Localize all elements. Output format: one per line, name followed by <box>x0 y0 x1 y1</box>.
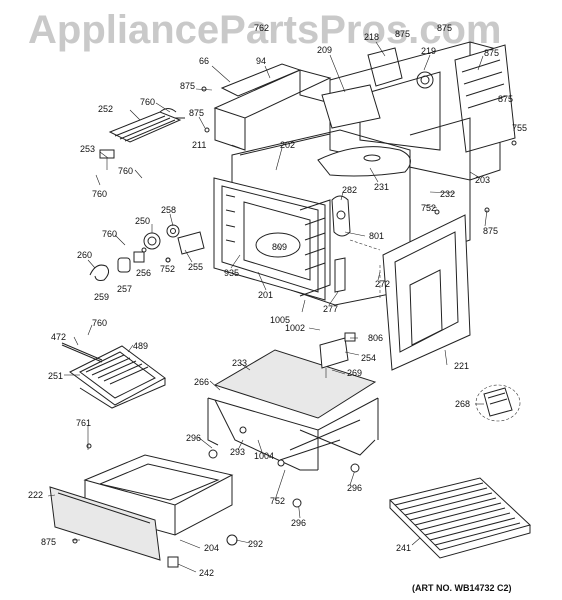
watermark-text: AppliancePartsPros.com <box>28 8 502 52</box>
callout-292: 292 <box>248 539 263 549</box>
callout-282: 282 <box>342 185 357 195</box>
callout-875-side: 875 <box>483 226 498 236</box>
bake-components <box>89 224 205 281</box>
callout-277: 277 <box>323 304 338 314</box>
side-panel-221 <box>382 214 471 371</box>
top-rear-assembly <box>213 41 516 261</box>
callout-875-drawer: 875 <box>41 537 56 547</box>
callout-1005: 1005 <box>270 315 290 325</box>
callout-752-b: 752 <box>160 264 175 274</box>
callout-201: 201 <box>258 290 273 300</box>
callout-806: 806 <box>368 333 383 343</box>
callout-231: 231 <box>374 182 389 192</box>
callout-218: 218 <box>364 32 379 42</box>
storage-drawer <box>49 440 238 568</box>
drawer-frame <box>207 332 521 471</box>
callout-260: 260 <box>77 250 92 260</box>
callout-labels: 66 94 762 209 218 875 219 875 875 875 87… <box>28 23 527 578</box>
callout-241: 241 <box>396 543 411 553</box>
callout-1002: 1002 <box>285 323 305 333</box>
callout-875-back-plate: 875 <box>484 48 499 58</box>
callout-875-top-right: 875 <box>437 23 452 33</box>
callout-760-b: 760 <box>118 166 133 176</box>
callout-296-a: 296 <box>186 433 201 443</box>
callout-221: 221 <box>454 361 469 371</box>
callout-755: 755 <box>512 123 527 133</box>
broiler-pan <box>61 342 166 409</box>
callout-211: 211 <box>192 140 206 150</box>
callout-760-e: 760 <box>92 318 107 328</box>
callout-935: 935 <box>224 268 239 278</box>
callout-259: 259 <box>94 292 109 302</box>
callout-296-b: 296 <box>347 483 362 493</box>
callout-222: 222 <box>28 490 43 500</box>
callout-875-mid: 875 <box>189 108 204 118</box>
callout-269: 269 <box>347 368 362 378</box>
callout-266: 266 <box>194 377 209 387</box>
callout-233: 233 <box>232 358 247 368</box>
callout-258: 258 <box>161 205 176 215</box>
callout-253: 253 <box>80 144 95 154</box>
callout-875-right: 875 <box>498 94 513 104</box>
callout-219: 219 <box>421 46 436 56</box>
callout-1004: 1004 <box>254 451 274 461</box>
callout-203: 203 <box>475 175 490 185</box>
callout-272: 272 <box>375 279 390 289</box>
callout-268: 268 <box>455 399 470 409</box>
callout-293: 293 <box>230 447 245 457</box>
callout-232: 232 <box>440 189 455 199</box>
callout-875-left: 875 <box>180 81 195 91</box>
callout-752-a: 752 <box>421 203 436 213</box>
callout-472: 472 <box>51 332 66 342</box>
callout-760-c: 760 <box>92 189 107 199</box>
callout-809: 809 <box>272 242 287 252</box>
callout-66: 66 <box>199 56 209 66</box>
callout-761: 761 <box>76 418 91 428</box>
callout-760-d: 760 <box>102 229 117 239</box>
callout-242: 242 <box>199 568 214 578</box>
callout-489: 489 <box>133 341 148 351</box>
callout-257: 257 <box>117 284 132 294</box>
oven-rack <box>389 477 531 559</box>
callout-752-c: 752 <box>270 496 285 506</box>
art-number: (ART NO. WB14732 C2) <box>412 583 512 593</box>
callout-762: 762 <box>254 23 269 33</box>
leader-lines <box>47 41 488 573</box>
callout-296-c: 296 <box>291 518 306 528</box>
callout-254: 254 <box>361 353 376 363</box>
callout-94: 94 <box>256 56 266 66</box>
callout-875-top: 875 <box>395 29 410 39</box>
callout-801: 801 <box>369 231 384 241</box>
callout-251: 251 <box>48 371 63 381</box>
broil-element-252 <box>95 108 185 186</box>
callout-250: 250 <box>135 216 150 226</box>
callout-255: 255 <box>188 262 203 272</box>
callout-256: 256 <box>136 268 151 278</box>
oven-cavity <box>213 129 411 306</box>
callout-760-a: 760 <box>140 97 155 107</box>
fasteners <box>72 86 517 544</box>
callout-209: 209 <box>317 45 332 55</box>
callout-202: 202 <box>280 140 295 150</box>
callout-252: 252 <box>98 104 113 114</box>
callout-204: 204 <box>204 543 219 553</box>
